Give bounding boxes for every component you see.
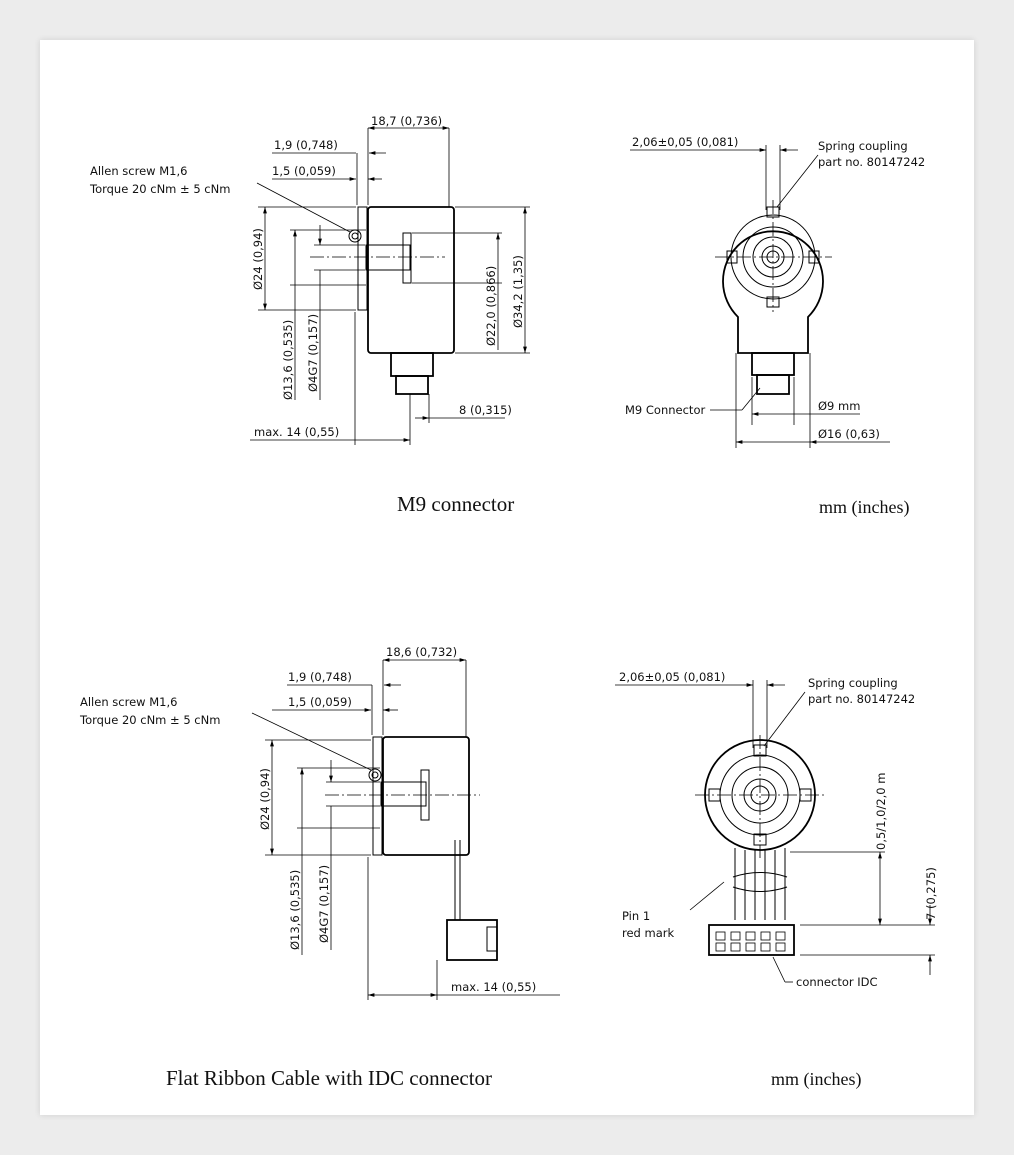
dim-max14: max. 14 (0,55) — [254, 425, 339, 439]
dim-1-9: 1,9 (0,748) — [274, 138, 338, 152]
ribbon-front-view — [695, 735, 825, 956]
dim-d13-6-r: Ø13,6 (0,535) — [288, 870, 302, 950]
ribbon-front-labels: 2,06±0,05 (0,081) Spring coupling part n… — [619, 670, 938, 989]
dim-d9: Ø9 mm — [818, 399, 860, 413]
m9-caption: M9 connector — [397, 492, 514, 516]
m9-connector-label: M9 Connector — [625, 403, 705, 417]
dim-d34-2: Ø34,2 (1,35) — [511, 255, 525, 328]
dim-d13-6: Ø13,6 (0,535) — [281, 320, 295, 400]
ribbon-side-labels: 18,6 (0,732) 1,9 (0,748) 1,5 (0,059) All… — [79, 645, 536, 994]
dim-d22: Ø22,0 (0,866) — [484, 266, 498, 346]
spring-coupling-label: Spring coupling — [818, 139, 908, 153]
spring-coupling-label-r: Spring coupling — [808, 676, 898, 690]
dim-max14-r: max. 14 (0,55) — [451, 980, 536, 994]
technical-drawing: 18,7 (0,736) 1,9 (0,748) 1,5 (0,059) All… — [79, 114, 938, 1090]
dim-2-06: 2,06±0,05 (0,081) — [632, 135, 738, 149]
units-label-bottom: mm (inches) — [771, 1069, 861, 1090]
torque-label: Torque 20 cNm ± 5 cNm — [89, 182, 230, 196]
dim-7: 7 (0,275) — [924, 867, 938, 920]
dim-1-5: 1,5 (0,059) — [272, 164, 336, 178]
m9-front-labels: 2,06±0,05 (0,081) Spring coupling part n… — [625, 135, 925, 441]
dim-d16: Ø16 (0,63) — [818, 427, 880, 441]
m9-side-labels: 18,7 (0,736) 1,9 (0,748) 1,5 (0,059) All… — [89, 114, 525, 439]
dim-1-5-r: 1,5 (0,059) — [288, 695, 352, 709]
pin-1-label: Pin 1 — [622, 909, 650, 923]
spring-part-no-r: part no. 80147242 — [808, 692, 915, 706]
ribbon-caption: Flat Ribbon Cable with IDC connector — [166, 1066, 492, 1090]
cable-length-label: 0,5/1,0/2,0 m — [874, 773, 888, 850]
allen-screw-label: Allen screw M1,6 — [90, 164, 187, 178]
torque-label-r: Torque 20 cNm ± 5 cNm — [79, 713, 220, 727]
m9-side-dimensions — [250, 126, 530, 445]
allen-screw-label-r: Allen screw M1,6 — [80, 695, 177, 709]
dim-2-06-r: 2,06±0,05 (0,081) — [619, 670, 725, 684]
ribbon-side-dimensions — [251, 658, 560, 1000]
dim-d24: Ø24 (0,94) — [251, 228, 265, 290]
dim-18-6: 18,6 (0,732) — [386, 645, 457, 659]
drawing-sheet: 18,7 (0,736) 1,9 (0,748) 1,5 (0,059) All… — [40, 40, 974, 1115]
m9-side-view — [310, 206, 455, 395]
dim-8: 8 (0,315) — [459, 403, 512, 417]
units-label-top: mm (inches) — [819, 497, 909, 518]
dim-1-9-r: 1,9 (0,748) — [288, 670, 352, 684]
connector-idc-label: connector IDC — [796, 975, 878, 989]
m9-front-view — [715, 200, 832, 395]
m9-front-dimensions — [630, 145, 890, 448]
red-mark-label: red mark — [622, 926, 674, 940]
dim-d24-r: Ø24 (0,94) — [258, 768, 272, 830]
dim-d4g7-r: Ø4G7 (0,157) — [317, 865, 331, 943]
spring-part-no: part no. 80147242 — [818, 155, 925, 169]
dim-18-7: 18,7 (0,736) — [371, 114, 442, 128]
dim-d4g7: Ø4G7 (0,157) — [306, 314, 320, 392]
ribbon-front-dimensions — [615, 680, 935, 983]
ribbon-side-view — [325, 736, 498, 961]
